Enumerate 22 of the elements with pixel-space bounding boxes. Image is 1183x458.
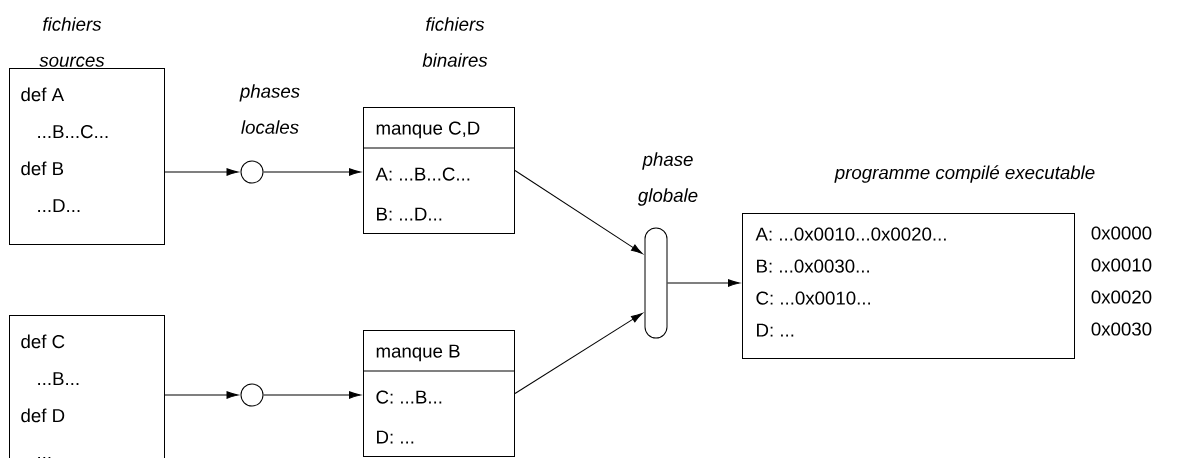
address-label: 0x0020 bbox=[1091, 290, 1152, 304]
arrow bbox=[514, 170, 643, 255]
phase-circle bbox=[240, 160, 264, 184]
arrow bbox=[164, 391, 239, 399]
arrow bbox=[164, 168, 239, 176]
program-heading: programme compilé executable bbox=[834, 165, 1095, 183]
binary-file-box: manque C,D A: ...B...C... B: ...D... bbox=[363, 107, 515, 234]
binary-file-box: manque B C: ...B... D: ... bbox=[363, 330, 515, 457]
executable-box: A: ...0x0010...0x0020... B: ...0x0030... C: ...0x0010... D: ... bbox=[742, 213, 1075, 359]
phase-circle bbox=[240, 383, 264, 407]
address-label: 0x0010 bbox=[1091, 258, 1152, 272]
column-heading: fichiers binaires bbox=[422, 17, 488, 67]
address-label: 0x0030 bbox=[1091, 322, 1152, 336]
source-file-box: def A ...B...C... def B ...D... bbox=[9, 68, 165, 245]
phase-label: phase globale bbox=[637, 152, 698, 206]
arrow bbox=[667, 279, 740, 287]
phase-label: phases locales bbox=[239, 84, 300, 134]
arrow bbox=[263, 168, 361, 176]
global-phase-bar bbox=[644, 227, 668, 339]
arrow bbox=[514, 312, 643, 394]
arrow bbox=[263, 391, 361, 399]
address-label: 0x0000 bbox=[1091, 226, 1152, 240]
